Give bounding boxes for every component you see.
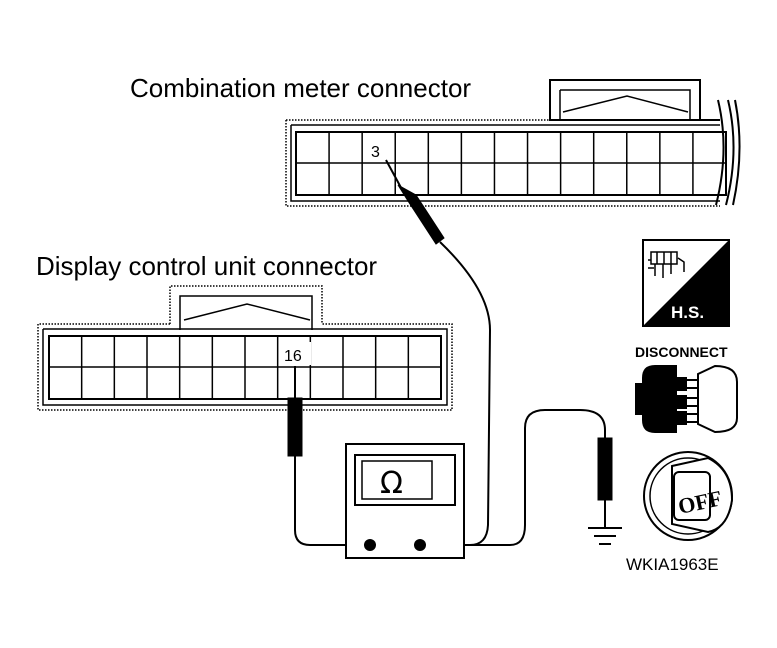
ohmmeter-icon <box>345 443 465 559</box>
test-leads <box>287 159 613 546</box>
display-control-unit-connector-label: Display control unit connector <box>36 251 377 281</box>
combination-meter-connector <box>285 79 741 207</box>
combination-meter-connector-label: Combination meter connector <box>130 73 471 103</box>
harness-side-icon <box>642 239 730 327</box>
disconnect-connector-icon <box>635 364 738 434</box>
display-control-unit-connector <box>37 285 453 411</box>
pin-16-label: 16 <box>284 348 302 365</box>
ignition-off-icon <box>643 451 734 541</box>
disconnect-label: DISCONNECT <box>635 344 728 360</box>
figure-code: WKIA1963E <box>626 555 719 574</box>
ohm-symbol: Ω <box>380 466 403 501</box>
ground-icon <box>588 527 622 545</box>
hs-badge-text: H.S. <box>671 303 704 322</box>
pin-3-label: 3 <box>371 144 380 161</box>
